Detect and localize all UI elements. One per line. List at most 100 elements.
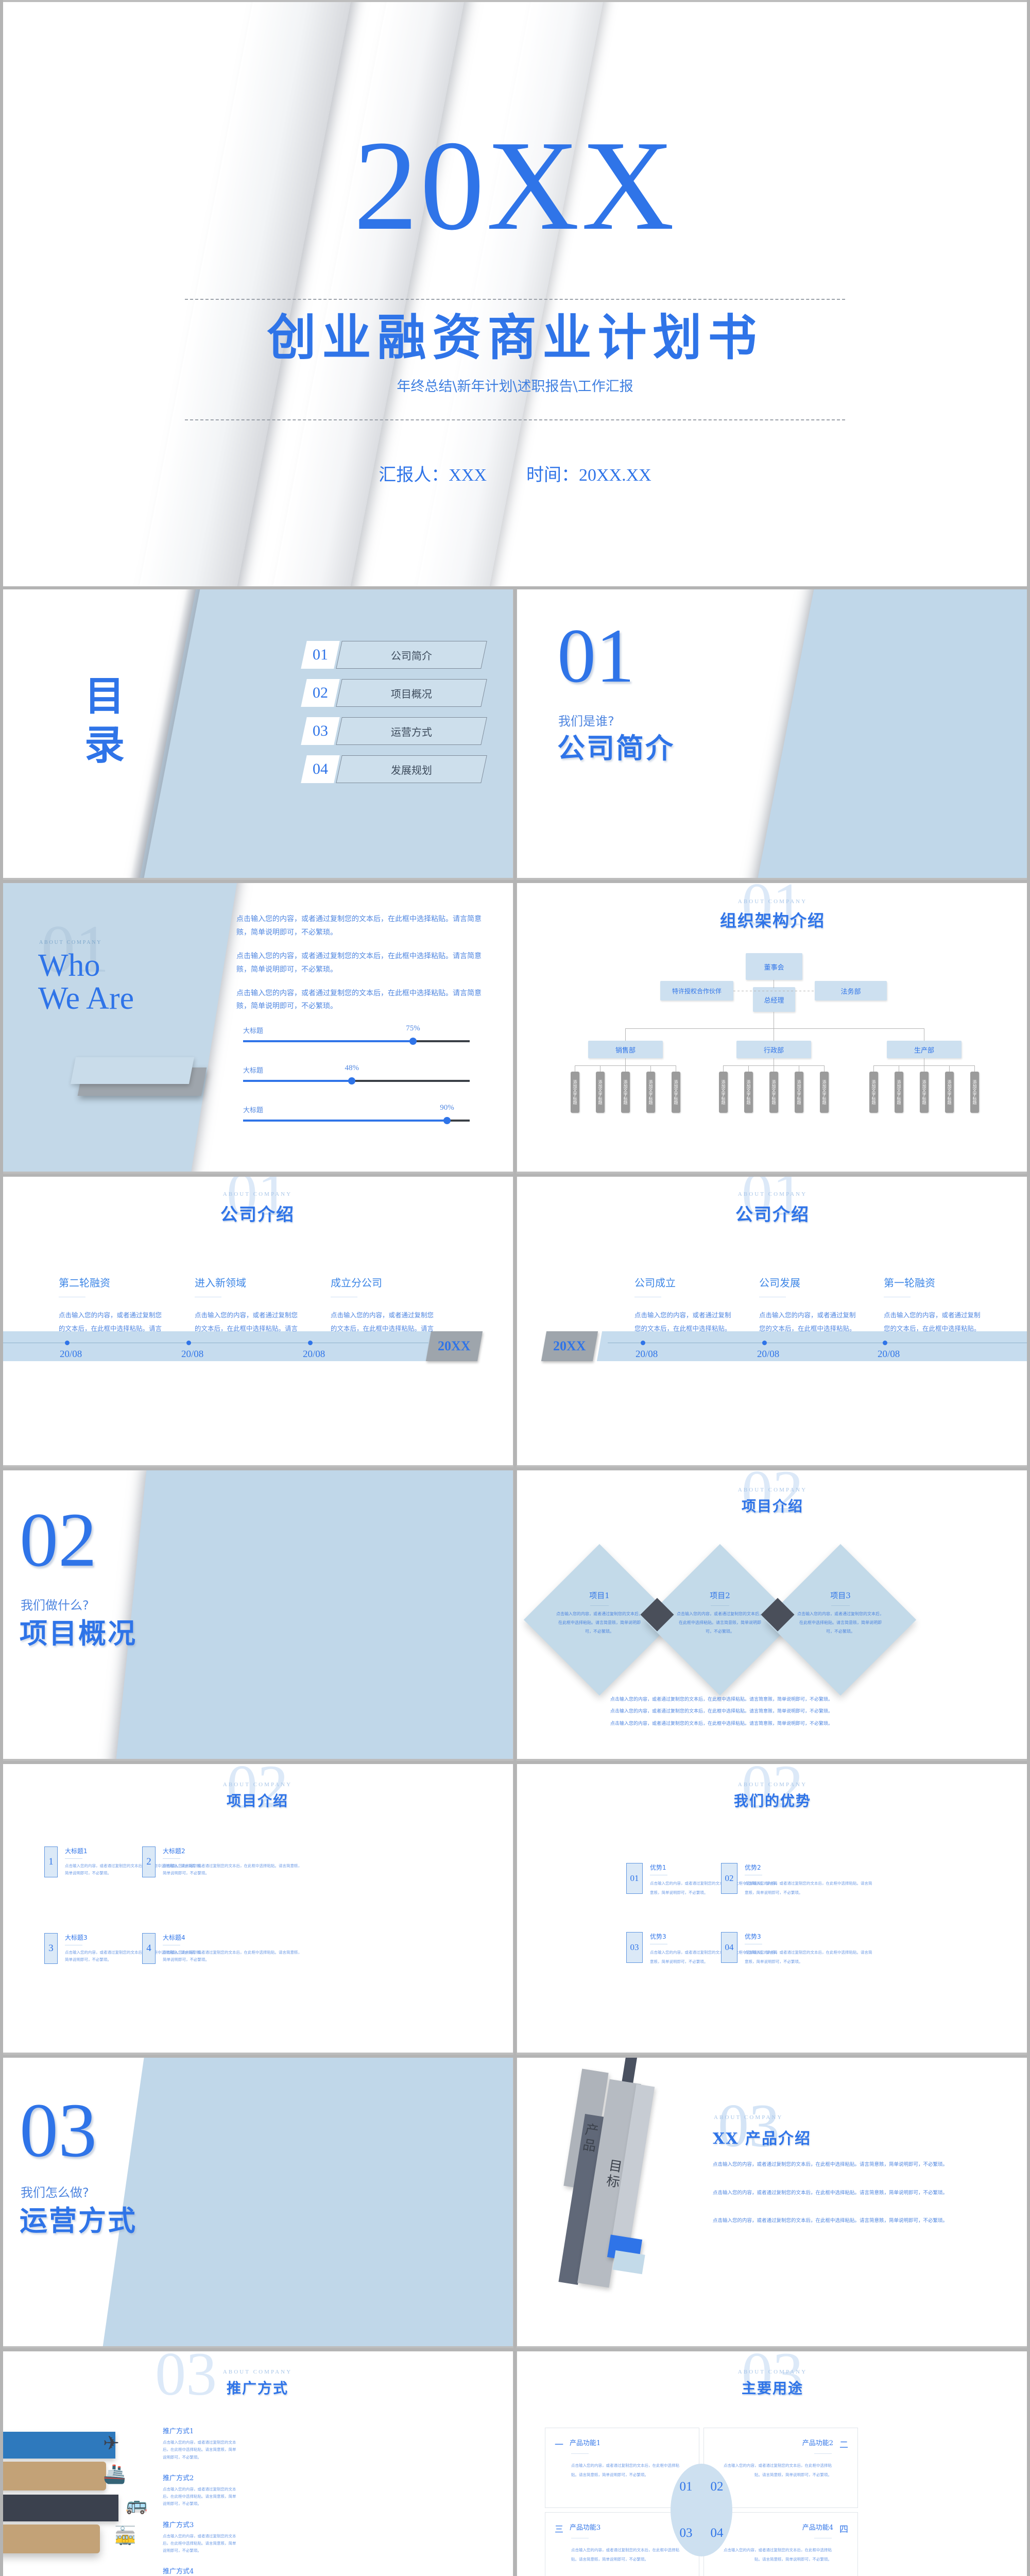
project-card[interactable]: 4 大标题4 点击输入您的内容，或者通过复制您的文本后，在此框中选择粘贴。请言简…	[142, 1933, 302, 1964]
adv-eyebrow: ABOUT COMPANY	[737, 1782, 808, 1788]
slider-track[interactable]	[243, 1077, 470, 1084]
who-paragraph: 点击输入您的内容，或者通过复制您的文本后，在此框中选择粘贴。请言简意赅，简单说明…	[236, 915, 482, 937]
grid-ghost-number: 02	[227, 1764, 288, 1821]
section-question: 我们是谁?	[558, 714, 614, 728]
who-panel	[2, 883, 241, 1172]
timeline-dot	[883, 1341, 887, 1345]
advantage-card[interactable]: 03 优势3 点击输入您的内容，或者通过复制您的文本后，在此框中选择粘贴。请言简…	[626, 1932, 781, 1967]
who-paragraph: 点击输入您的内容，或者通过复制您的文本后，在此框中选择粘贴。请言简意赅，简单说明…	[236, 989, 482, 1011]
intro-column-heading: 第二轮融资	[59, 1277, 110, 1289]
promo-list: 推广方式1 点击输入您的内容，或者通过复制您的文本后，在此框中选择粘贴。请言简意…	[163, 2426, 238, 2576]
intro-column-heading: 公司成立	[634, 1277, 676, 1289]
timeline-year-chip[interactable]: 20XX	[425, 1331, 483, 1361]
slider-track[interactable]	[243, 1038, 470, 1045]
slider-knob[interactable]	[409, 1038, 417, 1045]
slide-section-03[interactable]: 03 我们怎么做? 运营方式	[2, 2058, 513, 2346]
slide-product-intro[interactable]: 产品 目标 03 ABOUT COMPANY XX 产品介绍 点击输入您的内容，…	[517, 2058, 1028, 2346]
section-question: 我们怎么做?	[21, 2185, 89, 2200]
slide-catalog[interactable]: 目录 01 公司简介 02 项目概况 03 运营方式 04 发展规划	[2, 589, 513, 878]
slide-section-01[interactable]: 01 我们是谁? 公司简介	[517, 589, 1028, 878]
slide-main-uses[interactable]: 03 ABOUT COMPANY 主要用途 一 产品功能1 点击输入您的内容，或…	[517, 2351, 1028, 2576]
section-title: 项目概况	[20, 1617, 137, 1650]
promo-item[interactable]: 推广方式4 点击输入您的内容，或者通过复制您的文本后，在此框中选择粘贴。请言简意…	[163, 2566, 238, 2576]
slide-advantages[interactable]: 02 ABOUT COMPANY 我们的优势 01 优势1 点击输入您的内容，或…	[517, 1764, 1028, 2053]
uses-quadrant-body: 点击输入您的内容，或者通过复制您的文本后，在此框中选择粘贴。请言简意赅，简单说明…	[571, 2548, 679, 2562]
intro-column-heading: 公司发展	[759, 1277, 800, 1289]
project-card-rule	[163, 1858, 180, 1859]
project-card-number: 3	[44, 1933, 58, 1964]
catalog-item[interactable]: 01 公司简介	[301, 641, 487, 669]
org-node-dept: 销售部	[588, 1041, 663, 1058]
intro-title: 公司介绍	[735, 1205, 810, 1225]
uses-center-circle: 01 02 03 04	[671, 2464, 732, 2556]
org-node-board: 董事会	[746, 953, 802, 980]
slider-track[interactable]	[243, 1117, 470, 1124]
product-paragraph: 点击输入您的内容，或者通过复制您的文本后，在此框中选择粘贴。请言简意赅，简单说明…	[713, 2218, 948, 2224]
catalog-item[interactable]: 02 项目概况	[301, 679, 487, 707]
project-card-rule	[65, 1858, 82, 1859]
timeline-dot	[186, 1341, 191, 1345]
left-edge-separator	[0, 0, 3, 2576]
catalog-item[interactable]: 03 运营方式	[301, 717, 487, 745]
slide-section-02[interactable]: 02 我们做什么? 项目概况	[2, 1470, 513, 1759]
slide-cover[interactable]: 20XX 创业融资商业计划书 年终总结\新年计划\述职报告\工作汇报 汇报人：X…	[2, 2, 1028, 586]
slider-knob[interactable]	[348, 1077, 356, 1084]
uses-quadrant[interactable]: 产品功能4 四 点击输入您的内容，或者通过复制您的文本后，在此框中选择粘贴。请言…	[703, 2512, 858, 2576]
catalog-item[interactable]: 04 发展规划	[301, 755, 487, 783]
uses-title: 主要用途	[741, 2380, 803, 2397]
slide-org-chart[interactable]: 01 ABOUT COMPANY 组织架构介绍 董事会 特许授权合作伙伴 法务部…	[517, 883, 1028, 1172]
section-title: 运营方式	[20, 2204, 137, 2237]
slide-who-we-are[interactable]: 01 ABOUT COMPANY Who We Are 点击输入您的内容，或者通…	[2, 883, 513, 1172]
intro-ghost-number: 01	[742, 1177, 803, 1228]
project-card[interactable]: 1 大标题1 点击输入您的内容，或者通过复制您的文本后，在此框中选择粘贴。请言简…	[44, 1846, 204, 1877]
slide-promotion[interactable]: 03 ABOUT COMPANY 推广方式 ✈ 🚢 🚌 🚋 推广方式1 点击输入…	[2, 2351, 513, 2576]
footer-line: 点击输入您的内容，或者通过复制您的文本后，在此框中选择粘贴。请言简意赅，简单说明…	[610, 1721, 833, 1726]
product-title: XX 产品介绍	[713, 2130, 811, 2148]
decor-chip-pale	[612, 2250, 645, 2275]
slider-row[interactable]: 大标题 48%	[243, 1064, 470, 1084]
uses-quadrant[interactable]: 三 产品功能3 点击输入您的内容，或者通过复制您的文本后，在此框中选择粘贴。请言…	[545, 2512, 699, 2576]
project-card[interactable]: 2 大标题2 点击输入您的内容，或者通过复制您的文本后，在此框中选择粘贴。请言简…	[142, 1846, 302, 1877]
diamond-body: 点击输入您的内容，或者通过复制您的文本后，在此框中选择粘贴。请言简意赅，简单说明…	[797, 1612, 884, 1634]
promo-item-heading: 推广方式1	[163, 2428, 194, 2435]
uses-ghost-number: 03	[742, 2351, 803, 2408]
cover-date: 时间：20XX.XX	[526, 466, 651, 485]
promo-item[interactable]: 推广方式2 点击输入您的内容，或者通过复制您的文本后，在此框中选择粘贴。请言简意…	[163, 2472, 238, 2508]
section-number: 02	[20, 1497, 97, 1583]
uses-center-number: 04	[710, 2526, 724, 2540]
slide-project-grid[interactable]: 02 ABOUT COMPANY 项目介绍 1 大标题1 点击输入您的内容，或者…	[2, 1764, 513, 2053]
advantage-card-body: 点击输入您的内容，或者通过复制您的文本后，在此框中选择粘贴。请言简意赅，简单说明…	[650, 1950, 778, 1964]
catalog-item-number: 03	[301, 717, 340, 745]
uses-quadrant[interactable]: 一 产品功能1 点击输入您的内容，或者通过复制您的文本后，在此框中选择粘贴。请言…	[545, 2428, 699, 2508]
slide-company-intro-b[interactable]: 01 ABOUT COMPANY 公司介绍 第二轮融资 点击输入您的内容，或者通…	[2, 1177, 513, 1465]
timeline-band	[596, 1331, 1028, 1361]
slide-company-intro-a[interactable]: 01 ABOUT COMPANY 公司介绍 公司成立 点击输入您的内容，或者通过…	[517, 1177, 1028, 1465]
section-number: 01	[557, 613, 634, 699]
project-card[interactable]: 3 大标题3 点击输入您的内容，或者通过复制您的文本后，在此框中选择粘贴。请言简…	[44, 1933, 204, 1964]
uses-center-number: 03	[679, 2526, 693, 2540]
catalog-title: 目录	[84, 673, 126, 769]
uses-quadrant-heading: 产品功能2	[802, 2439, 833, 2447]
org-node-dept: 生产部	[887, 1041, 962, 1058]
slider-row[interactable]: 大标题 90%	[243, 1104, 470, 1124]
timeline-year-chip[interactable]: 20XX	[541, 1331, 598, 1361]
promo-item[interactable]: 推广方式3 点击输入您的内容，或者通过复制您的文本后，在此框中选择粘贴。请言简意…	[163, 2519, 238, 2555]
catalog-item-number: 01	[301, 641, 340, 669]
project-card-number: 1	[44, 1846, 58, 1877]
slider-row[interactable]: 大标题 75%	[243, 1024, 470, 1045]
slider-knob[interactable]	[443, 1117, 451, 1124]
section-number: 03	[20, 2088, 97, 2173]
promo-item[interactable]: 推广方式1 点击输入您的内容，或者通过复制您的文本后，在此框中选择粘贴。请言简意…	[163, 2426, 238, 2461]
catalog-item-box: 发展规划	[336, 755, 487, 783]
who-line-1: Who	[38, 948, 100, 983]
section-question: 我们做什么?	[21, 1598, 89, 1613]
diamond-rule	[831, 1605, 850, 1606]
advantage-card[interactable]: 02 优势2 点击输入您的内容，或者通过复制您的文本后，在此框中选择粘贴。请言简…	[721, 1863, 876, 1897]
advantage-card[interactable]: 04 优势3 点击输入您的内容，或者通过复制您的文本后，在此框中选择粘贴。请言简…	[721, 1932, 876, 1967]
uses-quadrant-heading: 产品功能3	[570, 2524, 601, 2532]
project-ghost-number: 02	[742, 1470, 803, 1526]
advantage-card[interactable]: 01 优势1 点击输入您的内容，或者通过复制您的文本后，在此框中选择粘贴。请言简…	[626, 1863, 781, 1897]
slide-project-diamonds[interactable]: 02 ABOUT COMPANY 项目介绍 项目1 点击输入您的内容，或者通过复…	[517, 1470, 1028, 1759]
diamond-label: 项目1	[589, 1591, 610, 1600]
project-card-heading: 大标题1	[65, 1848, 88, 1855]
